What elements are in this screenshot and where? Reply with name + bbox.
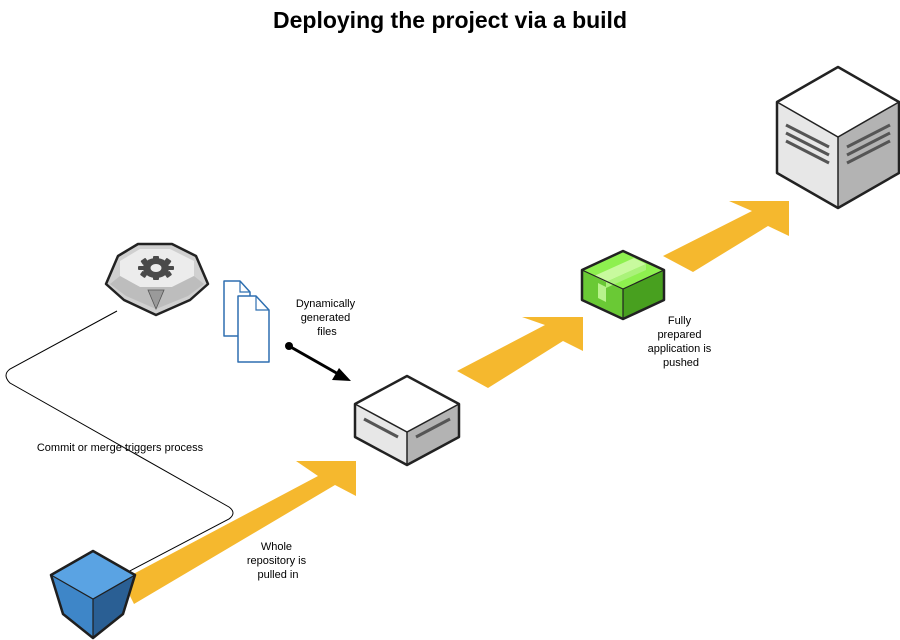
trigger-connector-line [5,310,234,574]
repository-bucket-icon [49,549,137,640]
build-box-icon [353,374,461,467]
diagram-title: Deploying the project via a build [273,7,627,33]
generated-files-arrow [285,342,351,381]
flow-arrow-build-to-package [457,317,583,388]
app-pushed-label: Fully prepared application is pushed [648,315,715,369]
package-icon [580,249,666,321]
repository-pulled-label: Whole repository is pulled in [247,541,309,581]
flow-arrow-package-to-server [663,201,789,272]
gear-server-icon [104,242,210,317]
server-icon [775,65,900,210]
flow-arrow-repository-to-build [122,461,356,604]
generated-files-label: Dynamically generated files [296,298,358,338]
document-files-icon [223,280,270,363]
trigger-label: Commit or merge triggers process [37,442,204,454]
